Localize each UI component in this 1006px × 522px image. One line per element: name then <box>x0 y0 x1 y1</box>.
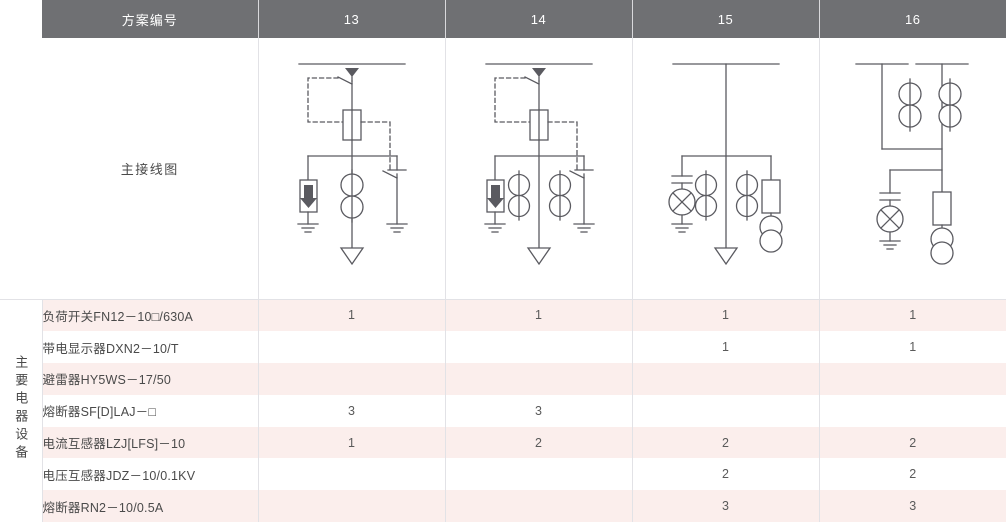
cell-15-surge-arrester <box>632 363 820 395</box>
cell-13-fuse-sfd-laj: 3 <box>258 394 446 427</box>
header-column-14: 14 <box>445 0 633 39</box>
cell-16-voltage-transformer: 2 <box>819 458 1006 491</box>
diagram-row-label: 主接线图 <box>42 38 259 300</box>
cell-15-fuse-sfd-laj <box>632 394 820 427</box>
group-label-text: 主要电器设备 <box>13 355 29 464</box>
cell-14-fuse-sfd-laj: 3 <box>445 394 633 427</box>
cell-14-voltage-transformer <box>445 458 633 491</box>
table-row: 熔断器RN2－10/0.5A 3 3 <box>0 490 1006 522</box>
cell-14-live-display <box>445 331 633 364</box>
row-label-voltage-transformer: 电压互感器JDZ－10/0.1KV <box>42 458 259 491</box>
row-label-live-display: 带电显示器DXN2－10/T <box>42 331 259 364</box>
cell-16-live-display: 1 <box>819 331 1006 364</box>
cell-16-current-transformer: 2 <box>819 426 1006 459</box>
row-label-surge-arrester: 避雷器HY5WS－17/50 <box>42 363 259 395</box>
row-label-fuse-sfd-laj: 熔断器SF[D]LAJ－□ <box>42 394 259 427</box>
row-label-load-break-switch: 负荷开关FN12－10□/630A <box>42 298 259 332</box>
diagram-cell-15 <box>632 38 820 300</box>
cell-14-current-transformer: 2 <box>445 426 633 459</box>
diagram-row-spacer <box>0 38 42 300</box>
scheme-16-single-line-diagram <box>855 63 969 266</box>
row-label-fuse-rn2: 熔断器RN2－10/0.5A <box>42 490 259 522</box>
cell-16-fuse-rn2: 3 <box>819 490 1006 522</box>
scheme-13-single-line-diagram <box>296 63 408 266</box>
diagram-cell-13 <box>258 38 446 300</box>
cell-16-surge-arrester <box>819 363 1006 395</box>
table-row: 主要电器设备 负荷开关FN12－10□/630A 1 1 1 1 <box>0 298 1006 522</box>
cell-15-voltage-transformer: 2 <box>632 458 820 491</box>
header-column-16: 16 <box>819 0 1006 39</box>
cell-13-fuse-rn2 <box>258 490 446 522</box>
diagram-cell-14 <box>445 38 633 300</box>
cell-13-load-break-switch: 1 <box>258 298 446 332</box>
cell-15-fuse-rn2: 3 <box>632 490 820 522</box>
cell-14-surge-arrester <box>445 363 633 395</box>
group-label-main-electrical-equipment: 主要电器设备 <box>0 298 43 522</box>
table-row: 带电显示器DXN2－10/T 1 1 <box>0 331 1006 364</box>
header-scheme-number-label: 方案编号 <box>42 0 259 39</box>
table-row: 电流互感器LZJ[LFS]－10 1 2 2 2 <box>0 426 1006 459</box>
cell-16-load-break-switch: 1 <box>819 298 1006 332</box>
cell-14-fuse-rn2 <box>445 490 633 522</box>
header-corner-spacer <box>0 0 42 39</box>
table-row: 熔断器SF[D]LAJ－□ 3 3 <box>0 394 1006 427</box>
main-wiring-diagram-row: 主接线图 <box>0 38 1006 300</box>
cell-13-current-transformer: 1 <box>258 426 446 459</box>
cell-13-live-display <box>258 331 446 364</box>
table-header-row: 方案编号 13 14 15 16 <box>0 0 1006 39</box>
row-label-current-transformer: 电流互感器LZJ[LFS]－10 <box>42 426 259 459</box>
scheme-14-single-line-diagram <box>483 63 595 266</box>
cell-13-surge-arrester <box>258 363 446 395</box>
diagram-cell-16 <box>819 38 1006 300</box>
cell-15-current-transformer: 2 <box>632 426 820 459</box>
table-row: 避雷器HY5WS－17/50 <box>0 363 1006 395</box>
header-column-15: 15 <box>632 0 820 39</box>
scheme-15-single-line-diagram <box>667 63 783 266</box>
table-row: 电压互感器JDZ－10/0.1KV 2 2 <box>0 458 1006 491</box>
cell-15-live-display: 1 <box>632 331 820 364</box>
cell-15-load-break-switch: 1 <box>632 298 820 332</box>
cell-14-load-break-switch: 1 <box>445 298 633 332</box>
header-column-13: 13 <box>258 0 446 39</box>
cell-13-voltage-transformer <box>258 458 446 491</box>
cell-16-fuse-sfd-laj <box>819 394 1006 427</box>
